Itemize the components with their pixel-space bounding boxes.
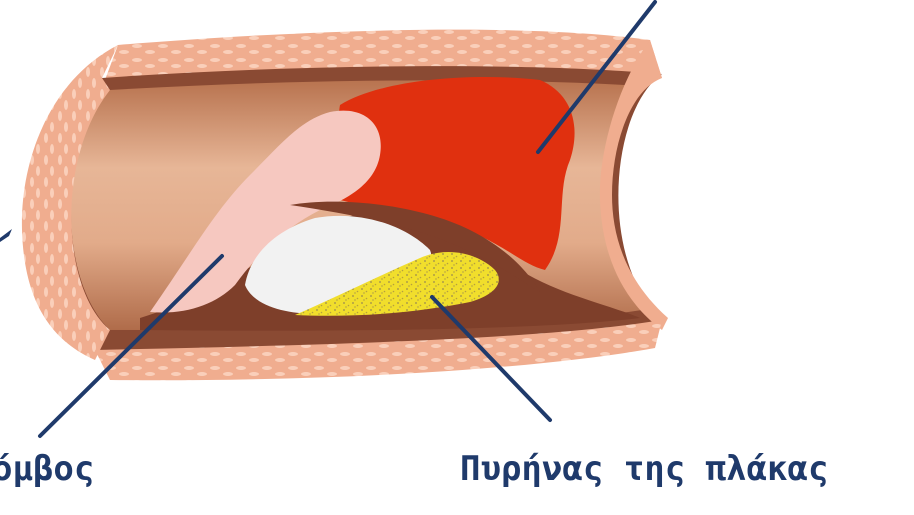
- label-thrombus: όμβος: [0, 452, 94, 486]
- label-plaque-core: Πυρήνας της πλάκας: [460, 452, 828, 486]
- pointer-arrow-left: [0, 229, 12, 242]
